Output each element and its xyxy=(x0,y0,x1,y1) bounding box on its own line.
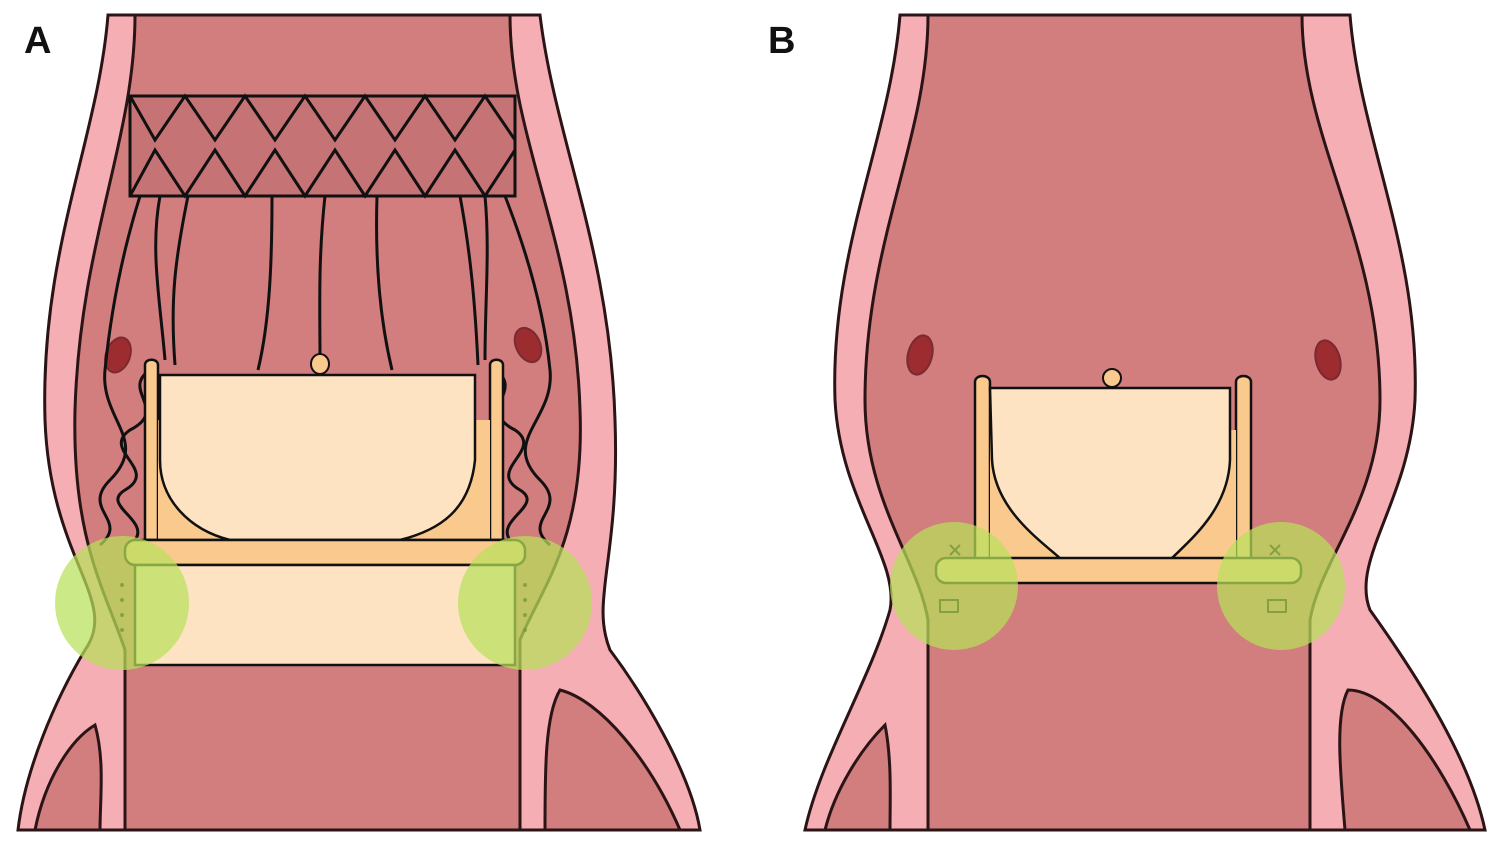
right-sealing-zone-highlight-icon xyxy=(458,536,592,670)
panel-b: B xyxy=(750,0,1500,848)
right-sealing-zone-highlight-icon xyxy=(1217,522,1345,650)
right-branch-lumen xyxy=(1338,688,1473,832)
panel-b-illustration xyxy=(803,13,1487,832)
right-branch-lumen xyxy=(543,688,683,832)
panel-a-illustration xyxy=(16,13,702,832)
panel-a: A xyxy=(16,13,702,832)
left-sealing-zone-highlight-icon xyxy=(55,536,189,670)
right-coronary-ostium-icon xyxy=(513,326,543,364)
panel-a-label: A xyxy=(24,20,52,62)
stent-frame-icon xyxy=(128,93,517,199)
prosthetic-valve-icon xyxy=(934,368,1303,585)
panel-b-label: B xyxy=(768,20,796,62)
left-branch-lumen xyxy=(33,722,103,832)
left-sealing-zone-highlight-icon xyxy=(890,522,1018,650)
prosthetic-valve-icon xyxy=(123,353,527,667)
right-coronary-ostium-icon xyxy=(1314,339,1342,381)
left-branch-lumen xyxy=(823,721,892,832)
left-coronary-ostium-icon xyxy=(906,334,934,376)
